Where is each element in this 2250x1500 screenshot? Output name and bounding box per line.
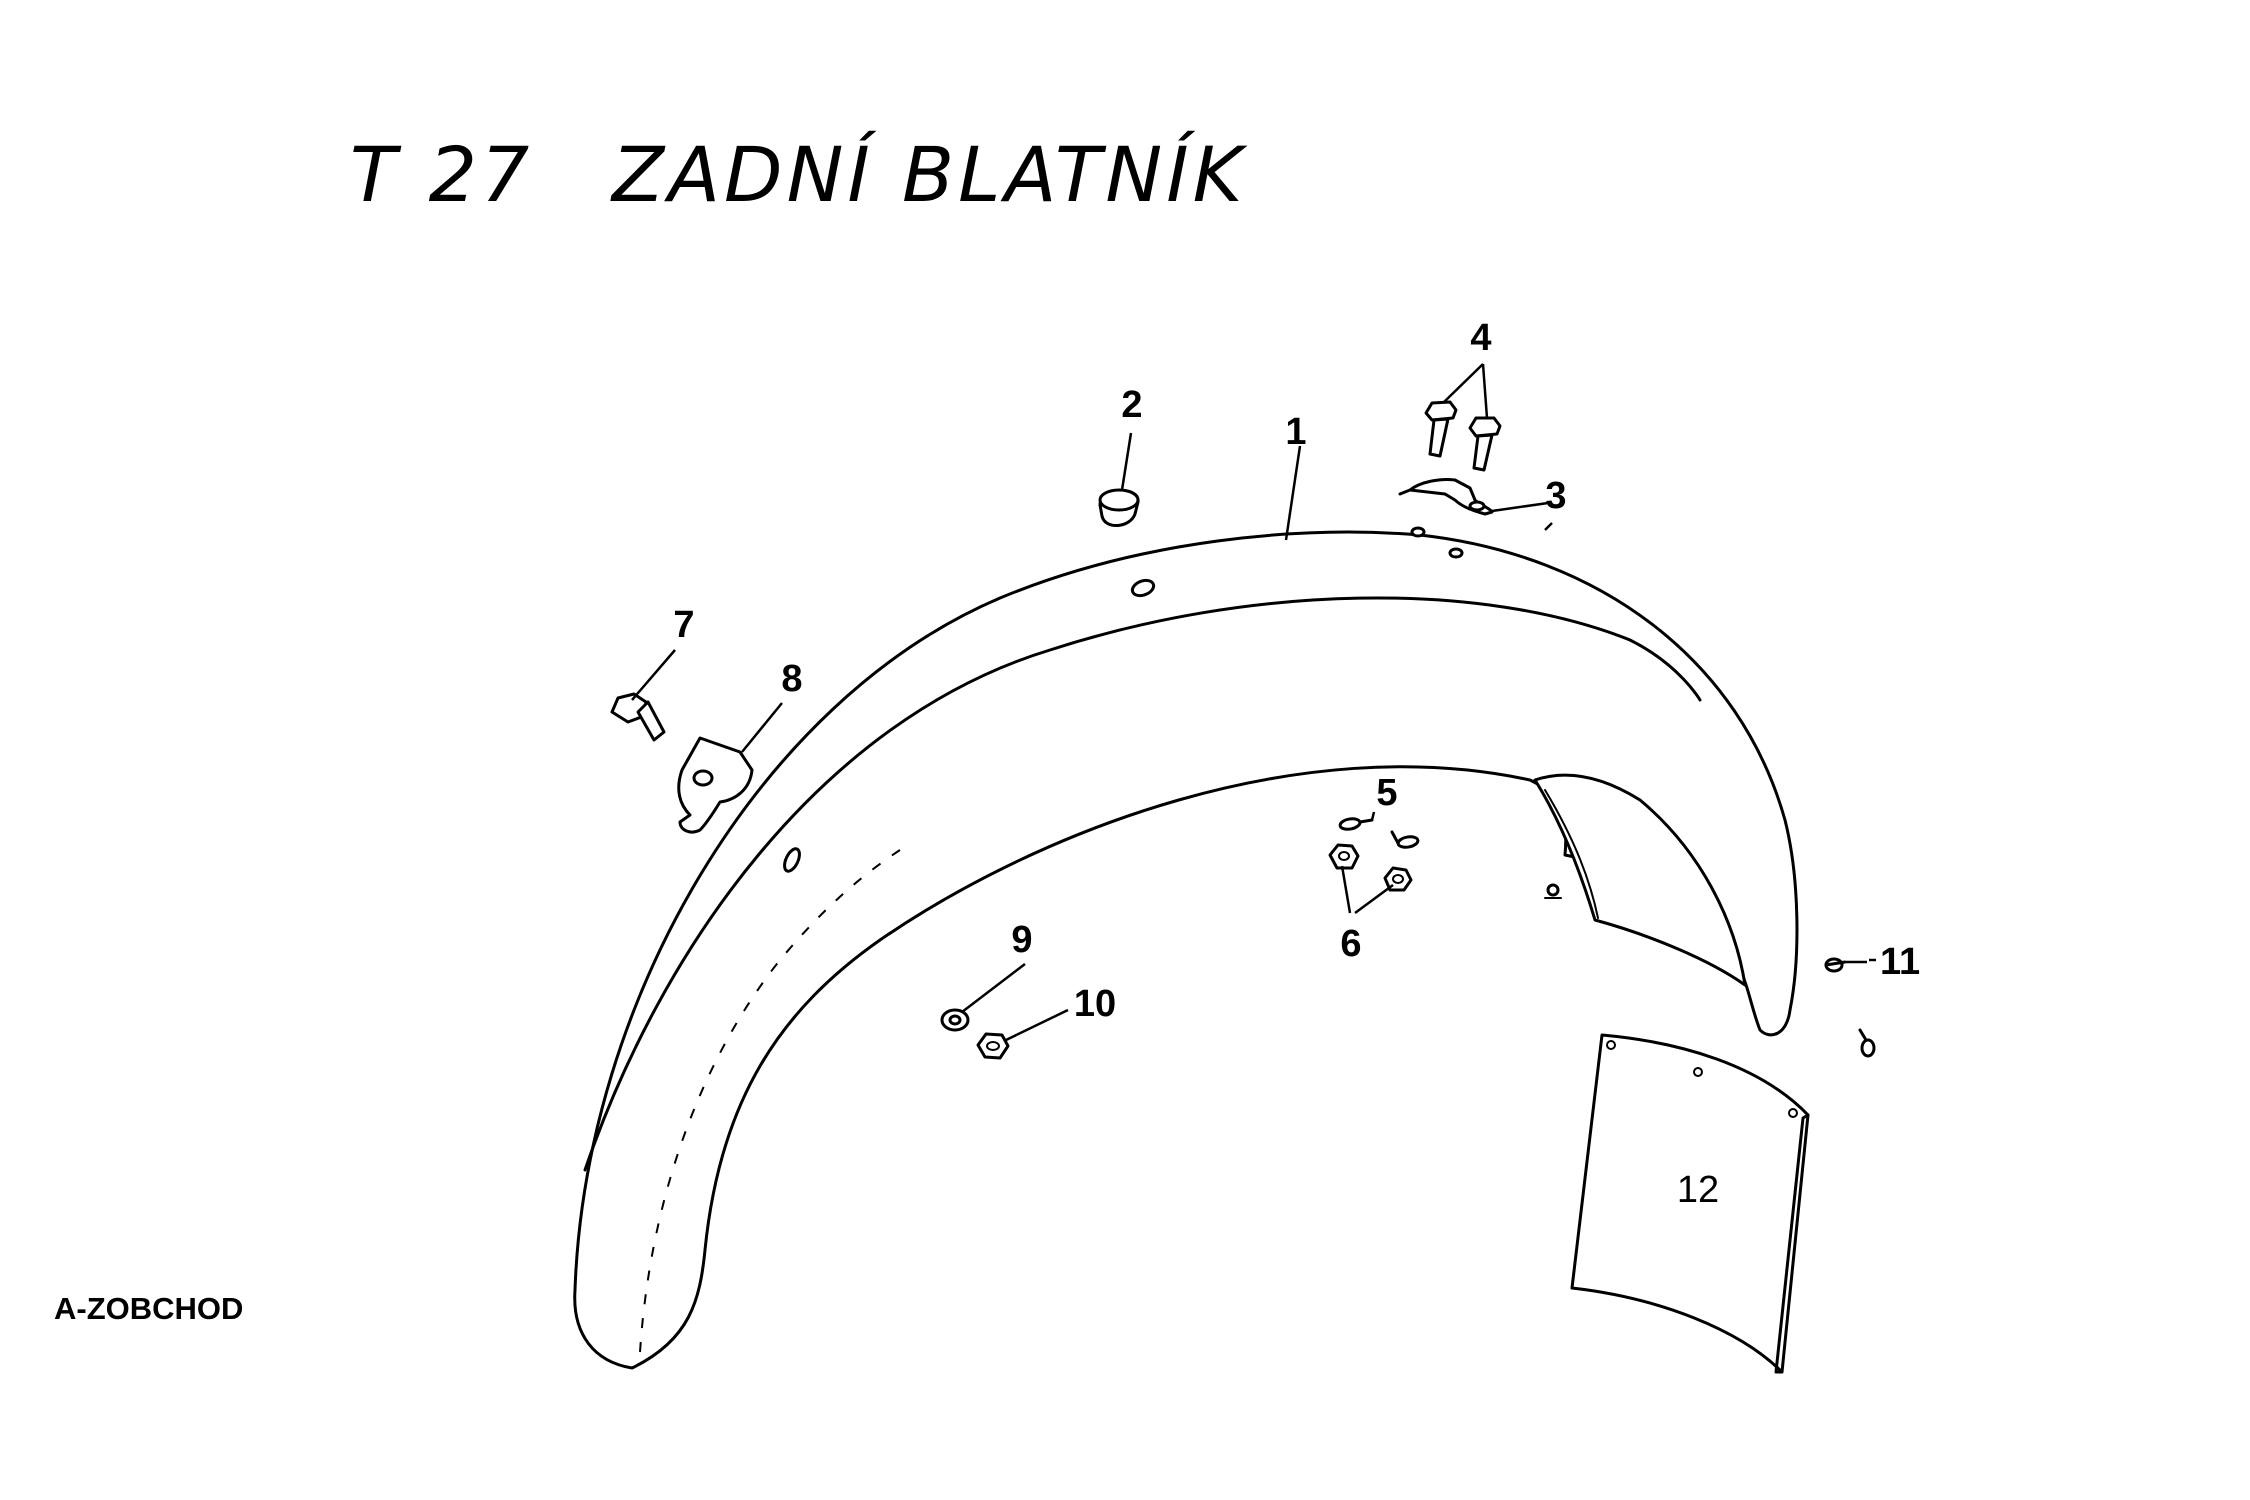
mudflap-icon xyxy=(1570,1033,1810,1374)
callout-7: 7 xyxy=(673,604,694,646)
callout-10: 10 xyxy=(1074,983,1116,1025)
callout-12: 12 xyxy=(1677,1169,1719,1211)
screw-icon xyxy=(1824,957,1876,1058)
cable-clip-icon xyxy=(1398,478,1494,516)
hex-bolt-icon xyxy=(610,692,666,742)
callout-8: 8 xyxy=(781,658,802,700)
rubber-plug-icon xyxy=(1098,488,1140,527)
diagram-code: T 27 xyxy=(350,130,534,219)
callout-2: 2 xyxy=(1121,384,1142,426)
diagram-title: ZADNÍ BLATNÍK xyxy=(612,130,1247,219)
callout-11: 11 xyxy=(1880,941,1920,983)
rear-fender-icon xyxy=(573,526,1799,1370)
hex-bolt-icon xyxy=(1424,400,1502,472)
mounting-bracket-icon xyxy=(677,736,754,834)
watermark-label: A-ZOBCHOD xyxy=(54,1291,244,1326)
washer-icon xyxy=(940,1008,970,1032)
callout-5: 5 xyxy=(1376,772,1397,814)
rivet-icon xyxy=(1338,817,1420,849)
hex-nut-icon xyxy=(976,843,1413,1060)
callout-3: 3 xyxy=(1545,475,1566,517)
callout-9: 9 xyxy=(1011,919,1032,961)
callout-1: 1 xyxy=(1285,411,1306,453)
callout-6: 6 xyxy=(1340,923,1361,965)
callout-4: 4 xyxy=(1470,317,1491,359)
leader-lines xyxy=(631,363,1867,1042)
